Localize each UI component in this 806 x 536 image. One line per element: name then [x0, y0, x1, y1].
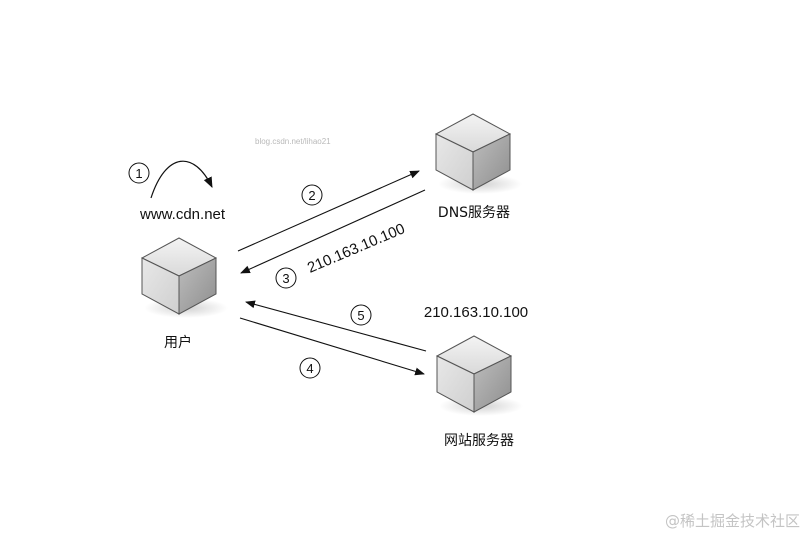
user-label: 用户	[164, 334, 192, 351]
watermark-text: blog.csdn.net/lihao21	[255, 137, 331, 146]
dns-server-label: DNS服务器	[438, 205, 510, 221]
step-1-curved-arrow	[150, 160, 213, 199]
credit-watermark: @稀土掘金技术社区	[665, 512, 800, 530]
arrow-web-to-user	[245, 300, 427, 352]
step-5-badge: 5	[350, 304, 372, 326]
cube-icon	[434, 113, 512, 191]
step-3-badge: 3	[275, 267, 297, 289]
arrow-user-to-web	[239, 317, 425, 376]
svg-text:4: 4	[306, 361, 313, 376]
domain-label: www.cdn.net	[139, 206, 226, 223]
arrow-user-to-dns	[237, 170, 420, 252]
svg-text:2: 2	[308, 188, 315, 203]
dns-reply-ip: 210.163.10.100	[305, 220, 408, 276]
svg-text:5: 5	[357, 308, 364, 323]
step-4-badge: 4	[299, 357, 321, 379]
step-1-badge: 1	[128, 162, 150, 184]
dns-server-node	[434, 113, 522, 194]
user-node	[140, 237, 228, 318]
cube-icon	[140, 237, 218, 315]
svg-text:1: 1	[135, 166, 142, 181]
arrow-dns-to-user	[240, 189, 426, 274]
svg-text:3: 3	[282, 271, 289, 286]
web-server-ip: 210.163.10.100	[424, 304, 528, 321]
web-server-node	[435, 335, 523, 416]
web-server-label: 网站服务器	[444, 433, 514, 449]
cube-icon	[435, 335, 513, 413]
step-2-badge: 2	[301, 184, 323, 206]
